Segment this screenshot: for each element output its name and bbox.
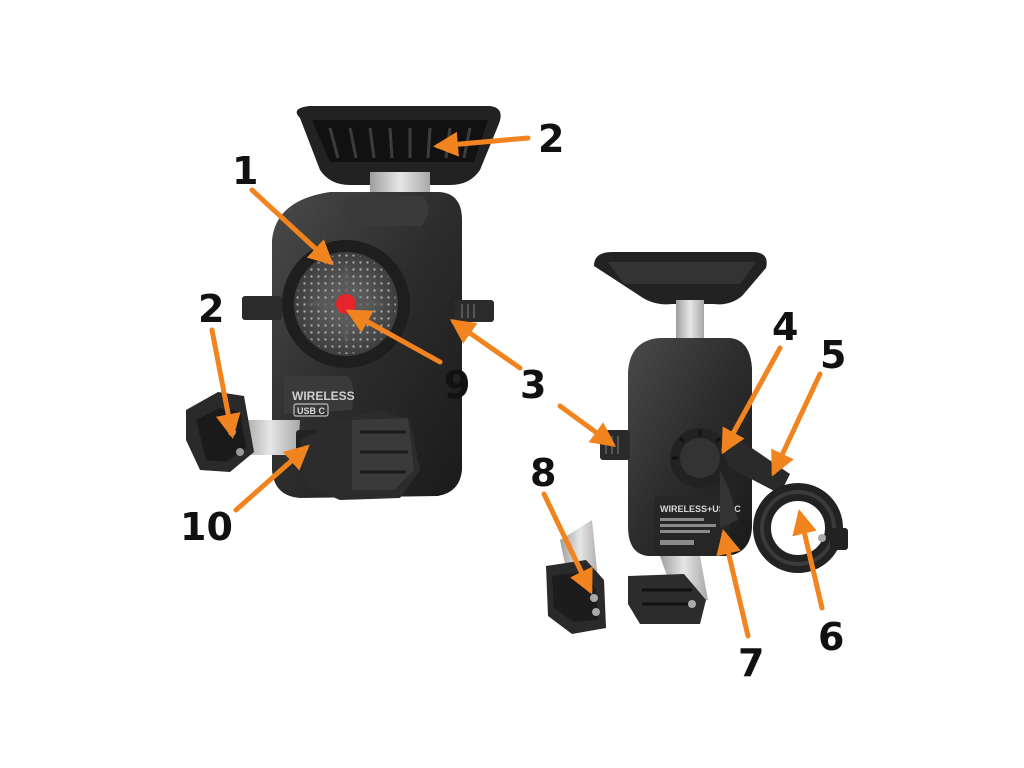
callout-numbers: 1 2 2 3 3 4 5 6 7 8 9 10 bbox=[180, 117, 846, 685]
arrow-5 bbox=[771, 371, 823, 477]
arrow-2-left bbox=[209, 327, 241, 439]
back-top-clamp bbox=[594, 252, 767, 340]
callout-7: 7 bbox=[738, 641, 764, 685]
callout-10: 10 bbox=[180, 505, 233, 549]
callout-arrows bbox=[209, 131, 825, 639]
callout-5: 5 bbox=[820, 333, 846, 377]
back-left-arm bbox=[600, 430, 630, 460]
arrow-6 bbox=[792, 509, 825, 611]
callout-6: 6 bbox=[818, 615, 844, 659]
front-bottom-left-grip bbox=[186, 392, 254, 472]
callout-9: 9 bbox=[444, 363, 470, 407]
arrow-3-back bbox=[557, 403, 617, 447]
front-bottom-right-grip bbox=[300, 410, 420, 500]
arrow-2-top bbox=[433, 131, 531, 157]
back-wireless-label: WIRELESS+USB-C bbox=[660, 504, 741, 514]
front-wireless-label: WIRELESS bbox=[292, 389, 355, 403]
arrow-4 bbox=[721, 345, 783, 455]
callout-1: 1 bbox=[232, 149, 258, 193]
back-view-holder: WIRELESS+USB-C bbox=[546, 252, 848, 634]
arrow-7 bbox=[716, 529, 751, 639]
callout-2-left: 2 bbox=[198, 287, 224, 331]
callout-3-front: 3 bbox=[520, 363, 546, 407]
arrow-1 bbox=[249, 187, 334, 266]
front-top-clamp bbox=[296, 106, 501, 196]
callout-8: 8 bbox=[530, 451, 556, 495]
back-handlebar-clamp bbox=[753, 483, 848, 573]
callout-4: 4 bbox=[772, 305, 798, 349]
arrow-10 bbox=[233, 444, 310, 513]
arrow-8 bbox=[541, 491, 593, 595]
callout-2-top: 2 bbox=[538, 117, 564, 161]
front-left-arm bbox=[242, 296, 282, 320]
front-usb-label: USB C bbox=[297, 406, 326, 416]
arrow-9 bbox=[345, 309, 443, 365]
arrow-3-front bbox=[449, 319, 523, 371]
center-dot bbox=[336, 294, 356, 314]
back-bottom-right-grip bbox=[628, 574, 706, 624]
